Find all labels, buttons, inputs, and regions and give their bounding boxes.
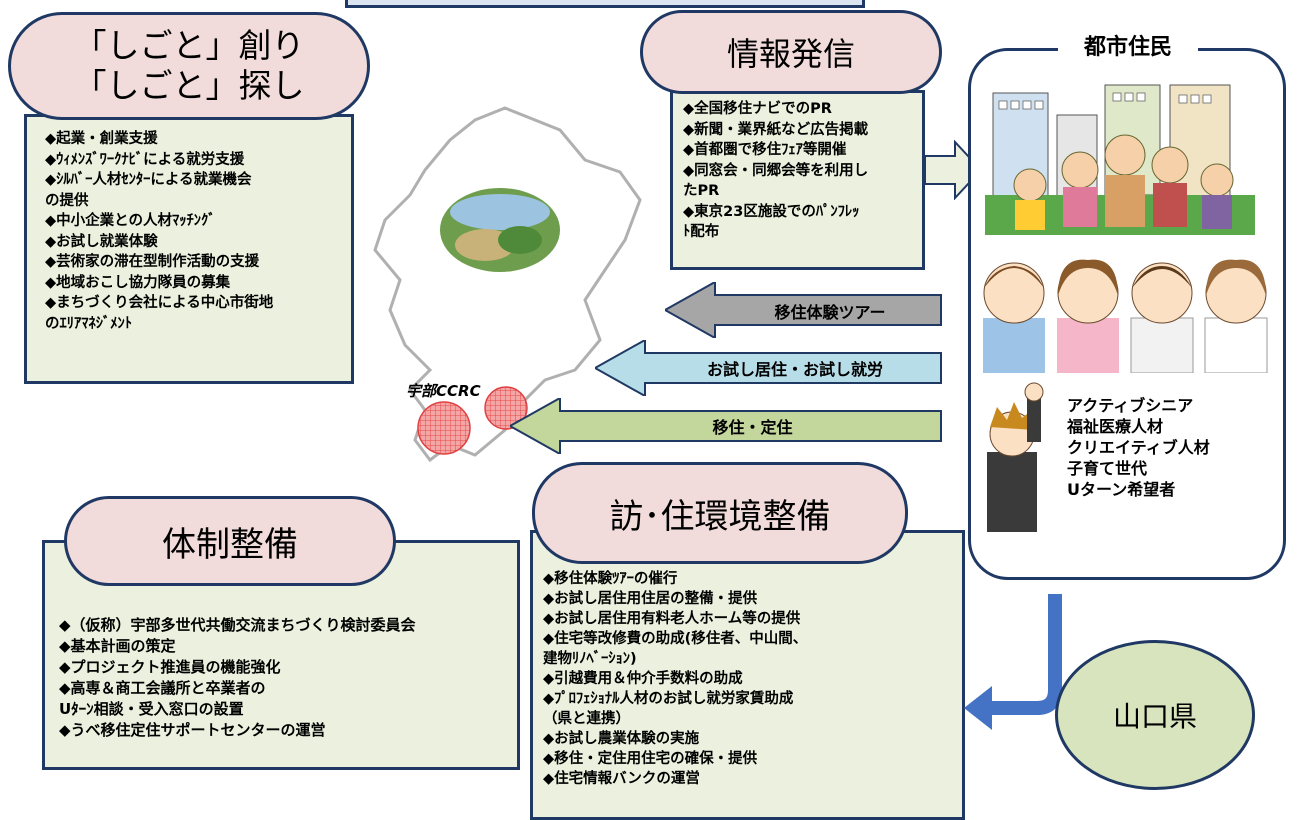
list-item: ◆地域おこし協力隊員の募集 bbox=[45, 274, 231, 291]
list-item: ◆高専＆商工会議所と卒業者の Uﾀｰﾝ相談・受入窓口の設置 bbox=[59, 679, 266, 718]
arrow-settle-label: 移住・定住 bbox=[712, 418, 793, 437]
list-item: ◆移住体験ﾂｱｰの催行 bbox=[543, 571, 678, 587]
yamaguchi-oval: 山口県 bbox=[1055, 640, 1255, 790]
list-item: ◆お試し就業体験 bbox=[45, 233, 158, 250]
kankyo-list: ◆移住体験ﾂｱｰの催行 ◆お試し居住用住居の整備・提供 ◆お試し居住用有料老人ホ… bbox=[543, 569, 963, 789]
active-person-illustration bbox=[987, 382, 1044, 532]
persona-item: 子育て世代 bbox=[1067, 459, 1148, 478]
list-item: ◆中小企業との人材ﾏｯﾁﾝｸﾞ bbox=[45, 213, 216, 229]
kankyo-title: 訪･住環境整備 bbox=[532, 462, 908, 564]
arrow-tour bbox=[665, 282, 942, 338]
list-item: ◆プロジェクト推進員の機能強化 bbox=[59, 658, 281, 676]
list-item: ◆お試し居住用住居の整備・提供 bbox=[543, 591, 758, 607]
list-item: ◆東京23区施設でのﾊﾟﾝﾌﾚｯ ﾄ配布 bbox=[683, 203, 860, 241]
persona-item: クリエイティブ人材 bbox=[1067, 438, 1210, 457]
list-item: ◆ﾌﾟﾛﾌｪｼｮﾅﾙ人材のお試し就労家賃助成 （県と連携） bbox=[543, 691, 794, 727]
shigoto-box: ◆起業・創業支援 ◆ｳｨﾒﾝｽﾞﾜｰｸﾅﾋﾞによる就労支援 ◆ｼﾙﾊﾞｰ人材ｾﾝ… bbox=[24, 114, 354, 384]
persona-list: アクティブシニア 福祉医療人材 クリエイティブ人材 子育て世代 Uターン希望者 bbox=[1067, 395, 1210, 500]
list-item: ◆まちづくり会社による中心市街地 のｴﾘｱﾏﾈｼﾞﾒﾝﾄ bbox=[45, 295, 274, 332]
ube-map bbox=[373, 106, 642, 463]
kankyo-title-text: 訪･住環境整備 bbox=[609, 496, 831, 537]
arrow-tour-label: 移住体験ツアー bbox=[774, 303, 886, 322]
list-item: ◆ｳｨﾒﾝｽﾞﾜｰｸﾅﾋﾞによる就労支援 bbox=[45, 151, 245, 168]
arrow-settle bbox=[510, 398, 942, 454]
shigoto-title-line2: 「しごと」探し bbox=[73, 66, 305, 105]
list-item: ◆お試し農業体験の実施 bbox=[543, 731, 700, 747]
arrow-trial-label: お試し居住・お試し就労 bbox=[706, 360, 883, 379]
city-people-illustration bbox=[985, 84, 1255, 235]
toshi-title: 都市住民 bbox=[1058, 32, 1198, 64]
list-item: ◆住宅情報バンクの運営 bbox=[543, 771, 700, 787]
shigoto-title-line1: 「しごと」創り bbox=[73, 26, 305, 65]
persona-item: 福祉医療人材 bbox=[1067, 417, 1164, 436]
persona-item: Uターン希望者 bbox=[1067, 480, 1176, 499]
list-item: ◆起業・創業支援 bbox=[45, 131, 158, 147]
list-item: ◆芸術家の滞在型制作活動の支援 bbox=[45, 254, 260, 270]
list-item: ◆うべ移住定住サポートセンターの運営 bbox=[59, 721, 326, 739]
arrow-residents-to-kankyo bbox=[964, 594, 1062, 730]
list-item: ◆住宅等改修費の助成(移住者、中山間、 建物ﾘﾉﾍﾞｰｼｮﾝ) bbox=[543, 631, 808, 667]
joho-title: 情報発信 bbox=[640, 10, 942, 94]
taisei-list: ◆（仮称）宇部多世代共働交流まちづくり検討委員会 ◆基本計画の策定 ◆プロジェク… bbox=[59, 615, 519, 741]
ccrc-circle-large bbox=[417, 401, 471, 455]
shigoto-title: 「しごと」創り 「しごと」探し bbox=[8, 12, 370, 120]
arrow-trial bbox=[595, 340, 942, 396]
list-item: ◆新聞・業界紙など広告掲載 bbox=[683, 121, 869, 138]
yamaguchi-label: 山口県 bbox=[1112, 700, 1197, 733]
list-item: ◆お試し居住用有料老人ホーム等の提供 bbox=[543, 611, 801, 627]
taisei-title: 体制整備 bbox=[64, 496, 396, 586]
list-item: ◆基本計画の策定 bbox=[59, 637, 176, 655]
taisei-title-text: 体制整備 bbox=[162, 524, 298, 565]
care-workers-illustration bbox=[983, 259, 1268, 373]
list-item: ◆移住・定住用住宅の確保・提供 bbox=[543, 751, 758, 767]
list-item: ◆ｼﾙﾊﾞｰ人材ｾﾝﾀｰによる就業機会 の提供 bbox=[45, 172, 252, 209]
map-outline bbox=[373, 106, 642, 463]
top-banner-edge bbox=[345, 0, 865, 8]
joho-list: ◆全国移住ナビでのPR ◆新聞・業界紙など広告掲載 ◆首都圏で移住ﾌｪｱ等開催 … bbox=[683, 99, 923, 243]
list-item: ◆全国移住ナビでのPR bbox=[683, 101, 832, 117]
ccrc-label: 宇部CCRC bbox=[406, 382, 481, 400]
list-item: ◆（仮称）宇部多世代共働交流まちづくり検討委員会 bbox=[59, 616, 416, 634]
kankyo-box: ◆移住体験ﾂｱｰの催行 ◆お試し居住用住居の整備・提供 ◆お試し居住用有料老人ホ… bbox=[530, 530, 965, 820]
list-item: ◆引越費用＆仲介手数料の助成 bbox=[543, 671, 743, 687]
joho-box: ◆全国移住ナビでのPR ◆新聞・業界紙など広告掲載 ◆首都圏で移住ﾌｪｱ等開催 … bbox=[670, 90, 925, 270]
list-item: ◆同窓会・同郷会等を利用し たPR bbox=[683, 162, 869, 200]
joho-title-text: 情報発信 bbox=[726, 35, 855, 73]
shigoto-list: ◆起業・創業支援 ◆ｳｨﾒﾝｽﾞﾜｰｸﾅﾋﾞによる就労支援 ◆ｼﾙﾊﾞｰ人材ｾﾝ… bbox=[45, 129, 350, 334]
list-item: ◆首都圏で移住ﾌｪｱ等開催 bbox=[683, 142, 847, 158]
persona-item: アクティブシニア bbox=[1067, 396, 1194, 415]
ccrc-circle-small bbox=[484, 386, 528, 430]
ccrc-markers bbox=[417, 386, 528, 455]
